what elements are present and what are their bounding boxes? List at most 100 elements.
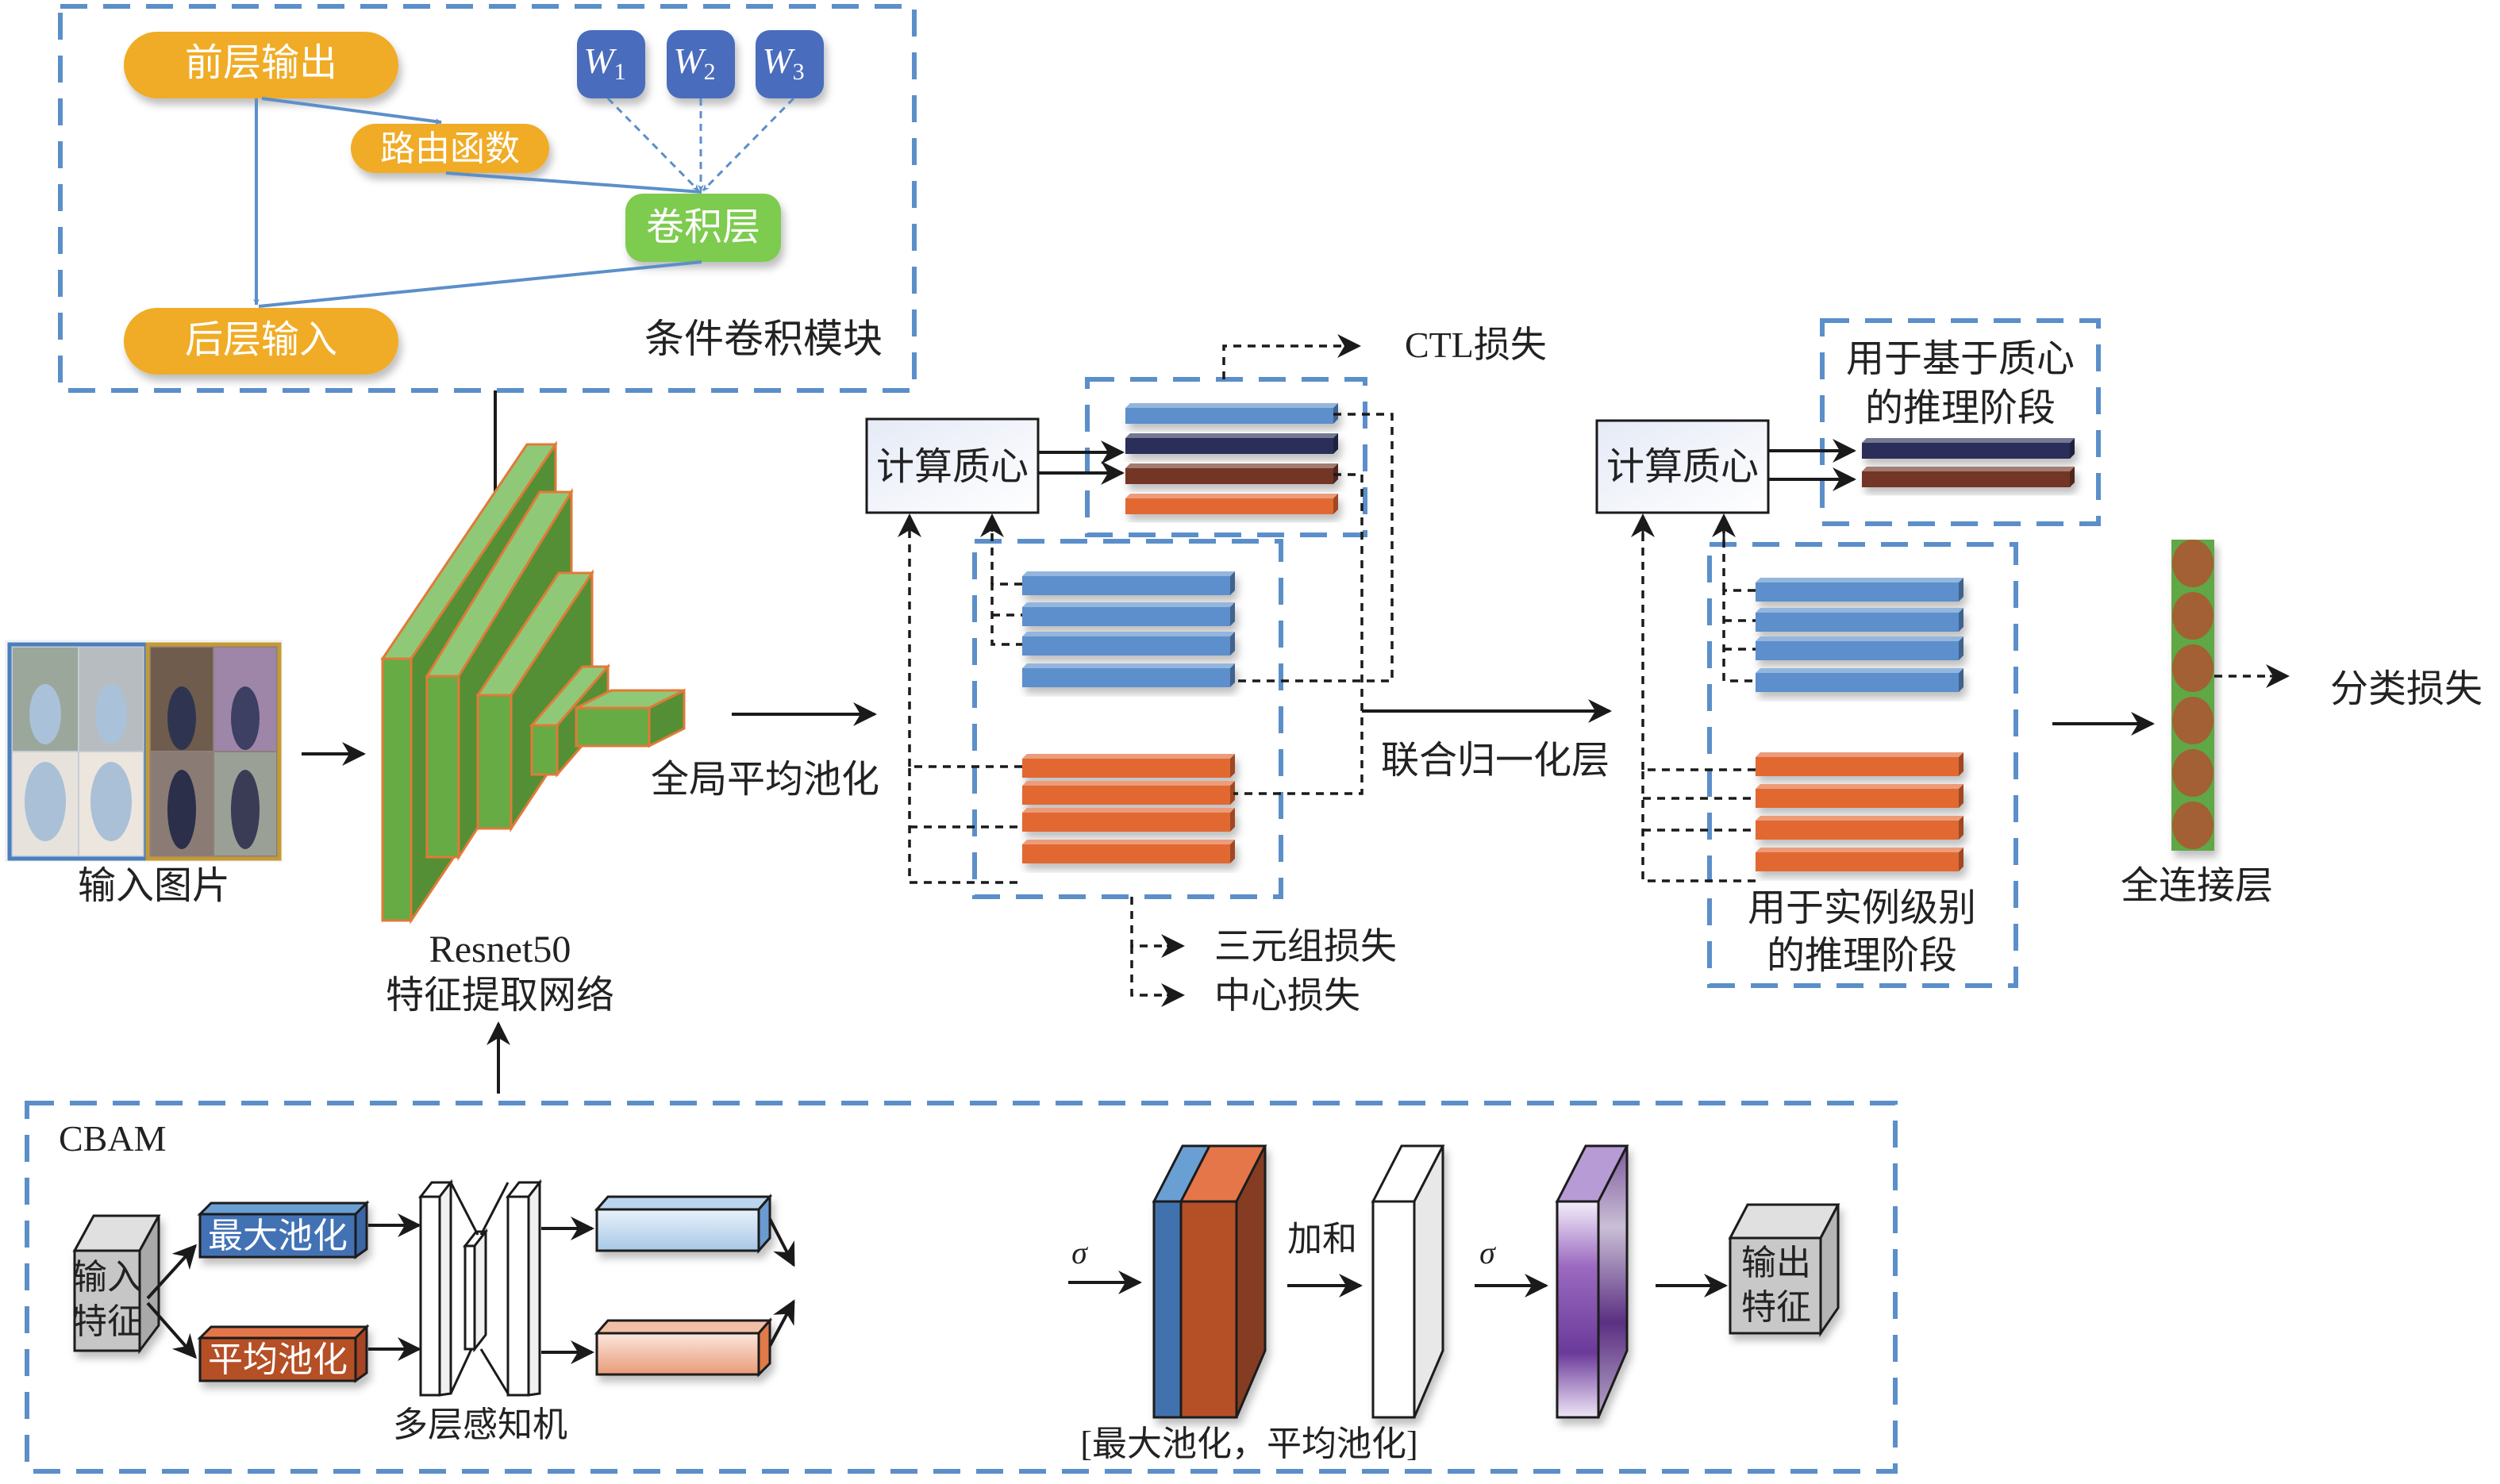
feature-bar-blue	[1756, 608, 1963, 632]
feature-bar-blue	[1756, 668, 1963, 692]
input-feature-line-2: 特征	[72, 1302, 142, 1341]
input-images: 输入图片	[5, 640, 283, 907]
centroid-group-border-1	[1085, 377, 1367, 537]
feature-bar-orange	[1022, 781, 1235, 805]
routing-fn-label: 路由函数	[380, 129, 520, 168]
max-pool-label: 最大池化	[208, 1217, 348, 1255]
center-loss-label: 中心损失	[1214, 975, 1360, 1016]
fc-nodes	[2172, 540, 2213, 849]
feature-bar-blue	[1756, 636, 1963, 660]
gap-label: 全局平均池化	[651, 759, 879, 801]
ctl-loss-line	[1222, 344, 1349, 379]
weight-node-2	[667, 30, 735, 98]
centroid-bar	[1125, 433, 1338, 454]
centroid-stage-2: 计算质心 用于基于质心 的推理阶段 用于实例级别 的推理阶段	[1595, 318, 2101, 988]
prev-output-node	[124, 32, 398, 98]
weight-labels: W1 W2 W3	[583, 40, 804, 85]
input-feature-cube	[72, 1214, 161, 1355]
cbam-module: CBAM 输入 特征 最大池化 平均池化	[25, 1101, 1898, 1474]
resnet-backbone	[380, 440, 686, 925]
fc-node	[2172, 749, 2213, 797]
max-mlp-output	[594, 1194, 773, 1254]
centroid-bar	[1862, 438, 2075, 459]
fc-node	[2172, 592, 2213, 640]
backbone-name: Resnet50	[429, 928, 571, 971]
feature-bar-blue	[1022, 602, 1235, 626]
sum-label: 加和	[1287, 1220, 1357, 1259]
compute-centroid-label-2: 计算质心	[1606, 446, 1759, 488]
cond-conv-title: 条件卷积模块	[644, 317, 883, 361]
feature-group-border-2	[1707, 542, 2018, 988]
fc-bar	[2171, 540, 2214, 851]
mlp-layers	[417, 1178, 543, 1397]
cond-conv-border	[58, 4, 917, 393]
feature-bar-blue	[1022, 663, 1235, 687]
avg-mlp-output	[594, 1317, 773, 1378]
centroid-group-border-2	[1820, 318, 2101, 526]
weight-label-2: W2	[673, 40, 715, 85]
concat-label: [最大池化，平均池化]	[1080, 1424, 1417, 1463]
ctl-loss-label: CTL损失	[1405, 325, 1547, 365]
centroid-stage-1: 计算质心 CTL损失 三元组损失 中心损失	[865, 325, 1547, 1016]
fc-node	[2172, 697, 2213, 744]
routing-fn-node	[351, 124, 549, 173]
backbone-label: 特征提取网络	[386, 975, 614, 1017]
next-input-label: 后层输入	[185, 319, 337, 361]
weight-label-1: W1	[583, 40, 625, 85]
triplet-loss-label: 三元组损失	[1214, 926, 1397, 967]
weight-node-1	[577, 30, 645, 98]
feature-bar-blue	[1022, 632, 1235, 655]
w3-dashed-line	[702, 97, 795, 192]
feature-bars-2	[1756, 438, 2075, 871]
centroid-stage-line-2: 的推理阶段	[1865, 387, 2056, 429]
feature-bar-blue	[1022, 571, 1235, 595]
center-loss-line	[1130, 946, 1167, 997]
fc-layer: 全连接层 分类损失	[2121, 540, 2483, 907]
fc-node	[2172, 644, 2213, 692]
cond-conv-module: 前层输出 路由函数 卷积层 后层输入 W1 W2 W3 条件卷积模块	[58, 4, 917, 393]
sigma-label-2: σ	[1479, 1235, 1496, 1271]
instance-stage-line-1: 用于实例级别	[1748, 887, 1976, 929]
output-feature-cube	[1728, 1203, 1840, 1337]
next-input-node	[124, 308, 398, 375]
weight-label-3: W3	[762, 40, 804, 85]
conv-layer-label: 卷积层	[646, 206, 760, 248]
sigma-label-1: σ	[1071, 1235, 1088, 1271]
mlp-label: 多层感知机	[393, 1405, 567, 1444]
feature-bar-blue	[1756, 578, 1963, 602]
feature-bar-orange	[1022, 808, 1235, 832]
centroid-bar	[1862, 467, 2075, 487]
centroid-stage-line-1: 用于基于质心	[1846, 338, 2075, 380]
output-feature-line-2: 特征	[1741, 1288, 1811, 1327]
centroid-bar	[1125, 463, 1338, 484]
feature-bar-orange	[1756, 848, 1963, 871]
feature-bar-orange	[1022, 754, 1235, 778]
w1-dashed-line	[606, 97, 700, 192]
fc-node	[2172, 802, 2213, 849]
max-pool-box	[197, 1200, 370, 1259]
sum-block	[1371, 1144, 1445, 1419]
cbam-border	[25, 1101, 1898, 1474]
prev-output-label: 前层输出	[185, 42, 337, 84]
fc-label: 全连接层	[2121, 865, 2273, 907]
fc-node	[2172, 540, 2213, 587]
conv-layer-node	[625, 194, 781, 262]
feature-bar-orange	[1756, 752, 1963, 776]
input-feature-line-1: 输入	[72, 1258, 142, 1297]
avg-pool-box	[197, 1324, 370, 1383]
cbam-title: CBAM	[59, 1118, 166, 1159]
joint-norm-label: 联合归一化层	[1381, 740, 1610, 782]
centroid-bar	[1125, 403, 1338, 424]
centroid-bar	[1125, 494, 1338, 514]
concat-block	[1152, 1144, 1267, 1419]
output-feature-line-1: 输出	[1741, 1244, 1811, 1282]
feature-group-border-1	[972, 539, 1283, 899]
compute-centroid-box-2	[1595, 419, 1770, 514]
instance-stage-line-2: 的推理阶段	[1767, 935, 1957, 977]
attention-block	[1555, 1144, 1629, 1419]
conv-to-next-line	[258, 260, 702, 308]
feature-bar-orange	[1022, 840, 1235, 863]
weight-node-3	[756, 30, 824, 98]
triplet-loss-line	[1130, 897, 1167, 948]
